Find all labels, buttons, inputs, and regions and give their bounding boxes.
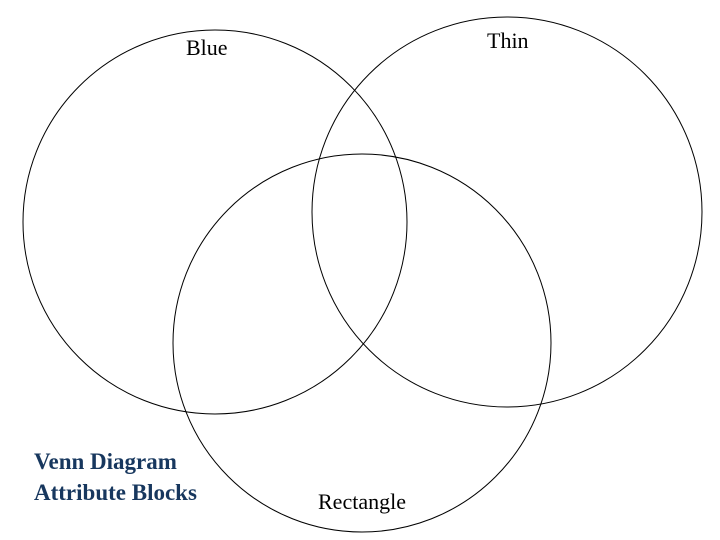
thin-set-label: Thin — [487, 28, 529, 53]
rectangle-set-label: Rectangle — [318, 489, 406, 514]
diagram-title-line-2: Attribute Blocks — [34, 480, 197, 505]
blue-set-label: Blue — [186, 35, 228, 60]
blue-circle — [22, 29, 408, 415]
rectangle-circle — [172, 153, 552, 533]
diagram-title-line-1: Venn Diagram — [34, 449, 177, 474]
diagram-title: Venn Diagram Attribute Blocks — [34, 446, 197, 508]
thin-circle — [311, 16, 703, 408]
